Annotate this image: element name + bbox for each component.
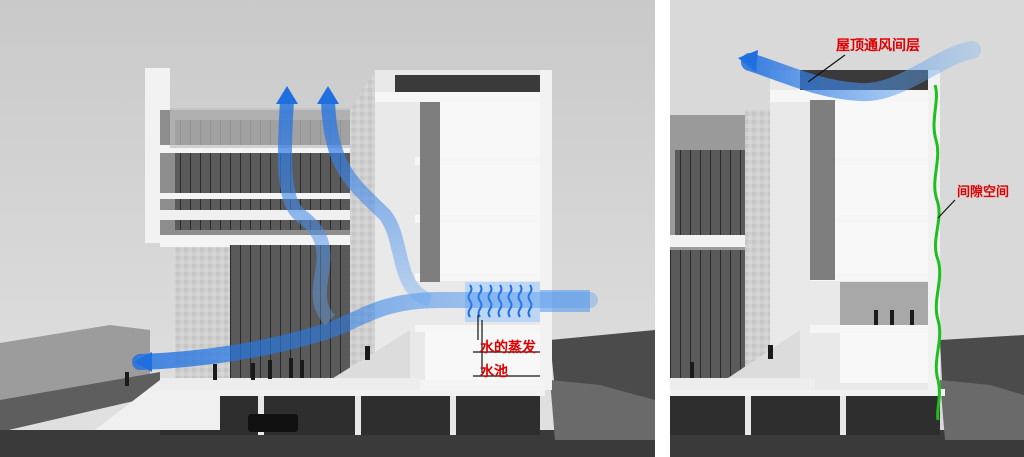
entrance-ramp — [95, 380, 220, 430]
airflow-up-right — [321, 99, 433, 307]
ground-slab — [160, 378, 420, 390]
right-basement — [670, 393, 940, 435]
roof-airflow-arrowhead — [738, 50, 758, 72]
left-panel: 水的蒸发 水池 — [0, 0, 655, 457]
right-slope-stairs — [550, 380, 655, 440]
basement-slab — [160, 389, 545, 396]
panel-divider — [655, 0, 670, 457]
right-people-icons — [690, 310, 914, 378]
airflow-exit-arrow — [134, 352, 152, 372]
basement — [160, 393, 540, 435]
gap-space-line — [932, 84, 942, 421]
roof-airflow — [741, 41, 981, 102]
left-leaders — [473, 315, 540, 377]
left-ramp — [0, 372, 160, 432]
airflow-inlet — [132, 292, 598, 370]
label-evaporation: 水的蒸发 — [480, 339, 537, 356]
label-roof-ventilation: 屋顶通风间层 — [836, 37, 920, 54]
pool-slab — [415, 380, 545, 390]
airflow-arrows — [132, 86, 598, 372]
airflow-up-left — [277, 99, 336, 325]
people-icons — [125, 346, 370, 386]
label-gap-space: 间隙空间 — [957, 184, 1009, 200]
right-leaders — [807, 54, 956, 219]
car-icon — [248, 414, 298, 432]
atrium-glass — [230, 245, 360, 380]
label-pool: 水池 — [480, 363, 508, 380]
right-panel: 屋顶通风间层 间隙空间 — [670, 0, 1024, 457]
